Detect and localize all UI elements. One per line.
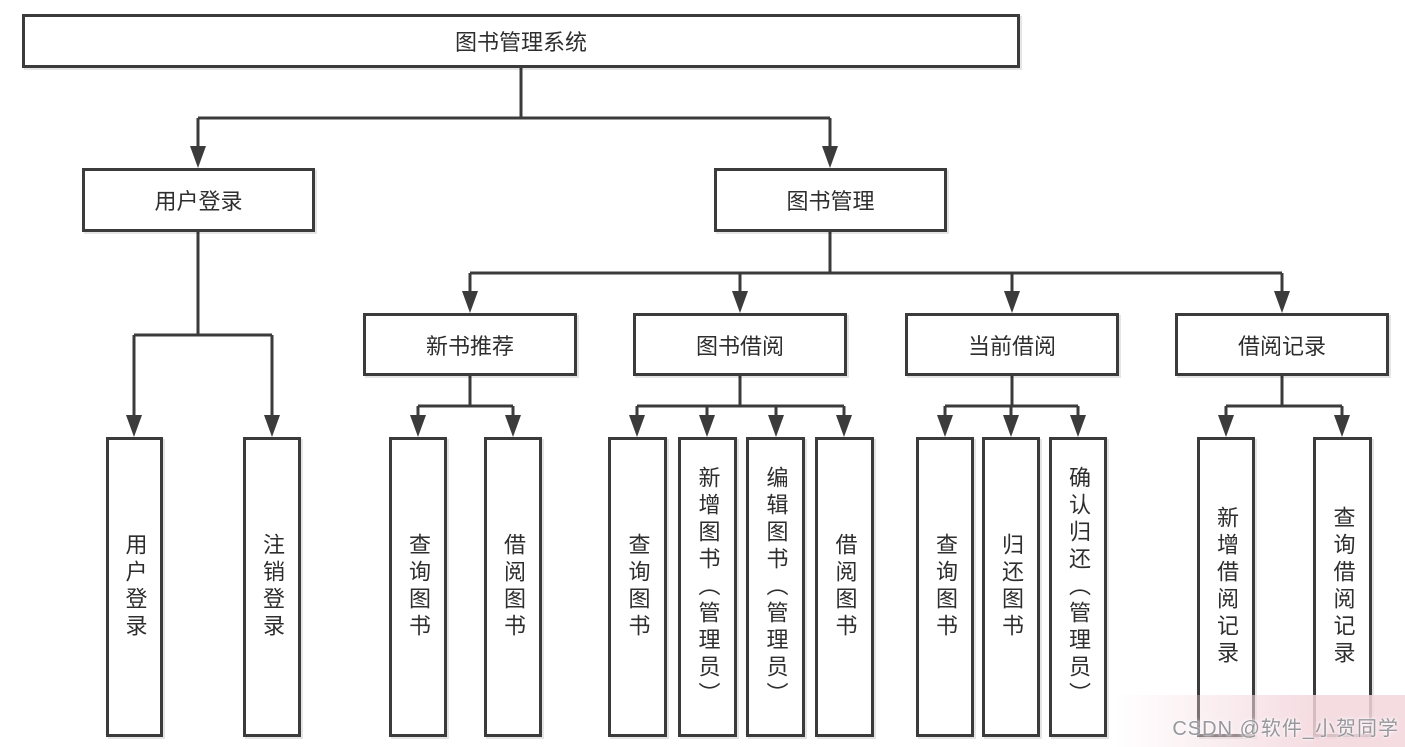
leaf-label: 编辑图书（管理员） — [763, 465, 789, 709]
node-user-login: 用户登录 — [82, 168, 315, 232]
arrowhead-icon — [1070, 415, 1086, 437]
leaf-return-books: 归还图书 — [982, 437, 1040, 737]
node-borrow-records: 借阅记录 — [1175, 313, 1389, 376]
node-current-borrow: 当前借阅 — [905, 313, 1119, 376]
leaf-confirm-return-admin: 确认归还（管理员） — [1049, 437, 1107, 737]
arrowhead-icon — [732, 291, 748, 313]
arrowhead-icon — [410, 415, 426, 437]
arrowhead-icon — [822, 146, 838, 168]
leaf-query-borrow-record: 查询借阅记录 — [1313, 437, 1372, 737]
leaf-edit-books-admin: 编辑图书（管理员） — [746, 437, 805, 737]
arrowhead-icon — [1003, 415, 1019, 437]
node-root: 图书管理系统 — [22, 14, 1020, 68]
arrowhead-icon — [264, 415, 280, 437]
leaf-label: 查询图书 — [933, 533, 958, 641]
leaf-label: 借阅图书 — [832, 533, 858, 641]
leaf-query-books-3: 查询图书 — [916, 437, 974, 737]
leaf-label: 借阅图书 — [501, 533, 526, 641]
leaf-borrow-books-2: 借阅图书 — [815, 437, 874, 737]
arrowhead-icon — [699, 415, 715, 437]
leaf-label: 新增借阅记录 — [1214, 506, 1239, 668]
arrowhead-icon — [1218, 415, 1234, 437]
arrowhead-icon — [505, 415, 521, 437]
leaf-label: 注销登录 — [260, 533, 285, 641]
leaf-label: 用户登录 — [122, 533, 148, 641]
arrowhead-icon — [768, 415, 784, 437]
arrowhead-icon — [126, 415, 142, 437]
node-book-borrow: 图书借阅 — [633, 313, 847, 376]
leaf-label: 确认归还（管理员） — [1066, 465, 1091, 709]
arrowhead-icon — [937, 415, 953, 437]
arrowhead-icon — [629, 415, 645, 437]
leaf-user-login: 用户登录 — [106, 437, 163, 737]
arrowhead-icon — [1334, 415, 1350, 437]
watermark: CSDN @软件_小贺同学 — [1172, 718, 1399, 740]
leaf-label: 新增图书（管理员） — [695, 465, 721, 709]
arrowhead-icon — [462, 291, 478, 313]
leaf-borrow-books-1: 借阅图书 — [484, 437, 542, 737]
node-new-book-recommend: 新书推荐 — [363, 313, 577, 376]
arrowhead-icon — [190, 146, 206, 168]
connector-path — [132, 68, 1344, 421]
leaf-label: 查询图书 — [406, 533, 431, 641]
arrowhead-icon — [836, 415, 852, 437]
leaf-query-books-2: 查询图书 — [608, 437, 667, 737]
leaf-add-borrow-record: 新增借阅记录 — [1197, 437, 1255, 737]
arrowhead-icon — [1004, 291, 1020, 313]
leaf-query-books-1: 查询图书 — [389, 437, 447, 737]
leaf-label: 查询借阅记录 — [1330, 506, 1356, 668]
node-book-management: 图书管理 — [714, 168, 947, 232]
leaf-label: 查询图书 — [625, 533, 651, 641]
leaf-label: 归还图书 — [999, 533, 1024, 641]
leaf-logout: 注销登录 — [243, 437, 301, 737]
arrowhead-icon — [1274, 291, 1290, 313]
leaf-add-books-admin: 新增图书（管理员） — [678, 437, 737, 737]
